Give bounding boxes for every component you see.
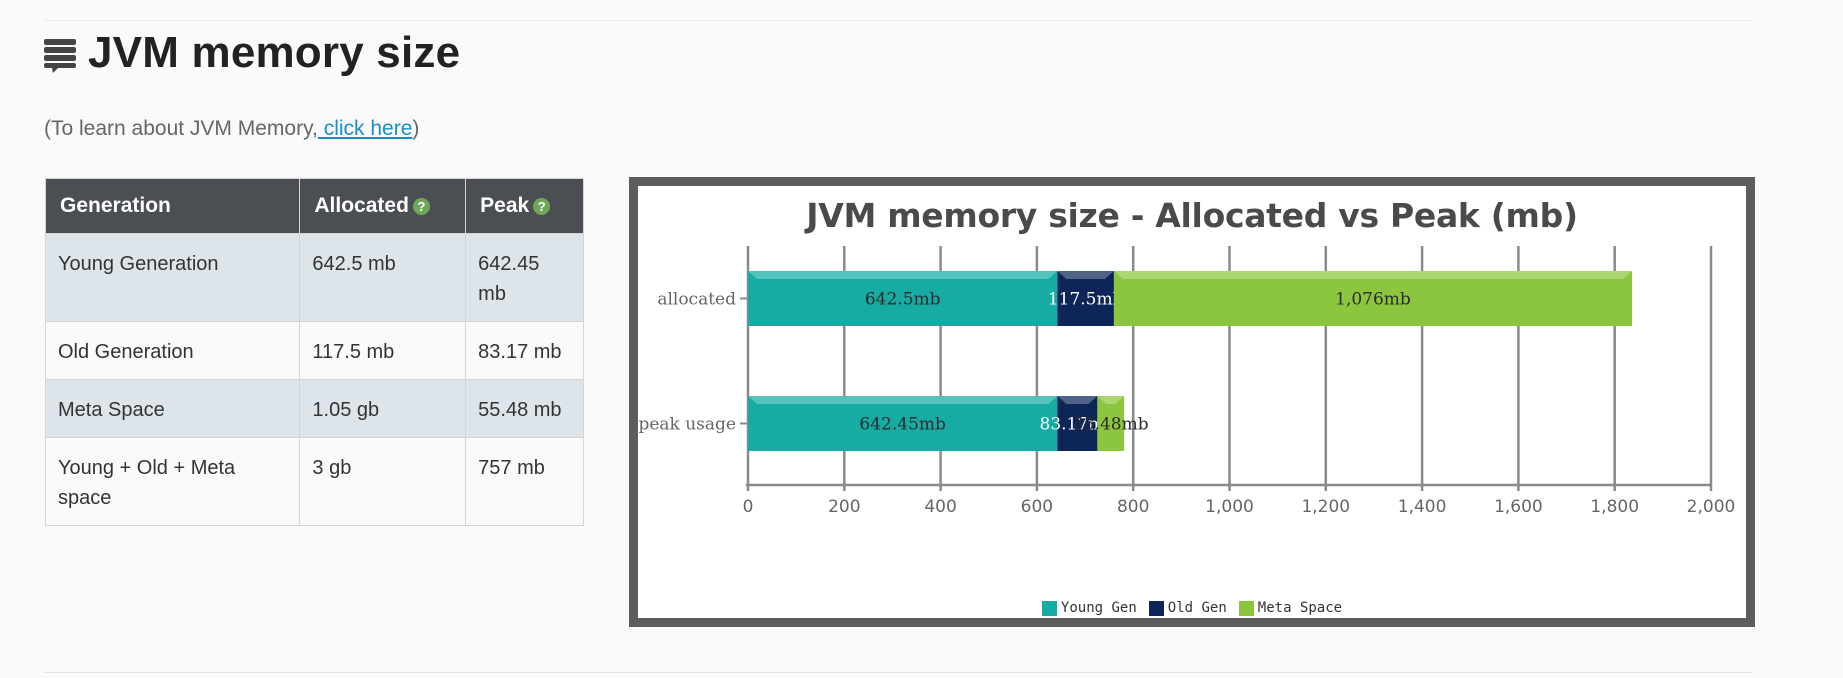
help-icon[interactable]: ? [412, 198, 430, 215]
bar-segment [748, 396, 1058, 451]
legend-swatch [1148, 600, 1164, 616]
table-row: Old Generation 117.5 mb 83.17 mb [44, 321, 584, 380]
table-row: Young Generation 642.5 mb 642.45 mb [44, 233, 584, 322]
cell-allocated: 1.05 gb [299, 379, 467, 438]
x-tick-label: 1,200 [1301, 497, 1350, 517]
table-row: Young + Old + Meta space 3 gb 757 mb [44, 437, 584, 526]
cell-allocated: 642.5 mb [299, 233, 467, 322]
data-label: 117.5mb [1048, 290, 1124, 310]
cell-generation: Young Generation [44, 233, 301, 322]
bar-bevel [1057, 271, 1114, 279]
bar-segment [1113, 271, 1633, 326]
learn-more-line: (To learn about JVM Memory, click here) [44, 117, 419, 141]
legend-swatch [1041, 600, 1057, 616]
column-header-peak: Peak? [465, 178, 584, 234]
bar-bevel [1113, 271, 1633, 279]
cell-peak: 642.45 mb [465, 233, 584, 322]
bar-bevel [748, 271, 1058, 279]
bar-bevel [748, 396, 1058, 404]
legend-swatch [1238, 600, 1254, 616]
data-label: 642.45mb [859, 415, 946, 435]
page-title: JVM memory size [88, 28, 461, 77]
legend-label: Young Gen [1060, 600, 1137, 616]
column-header-generation: Generation [44, 178, 301, 234]
x-tick-label: 800 [1117, 497, 1149, 517]
cell-peak: 757 mb [465, 437, 584, 526]
cell-allocated: 3 gb [299, 437, 467, 526]
data-label: 642.5mb [865, 290, 941, 310]
cell-peak: 83.17 mb [465, 321, 584, 380]
legend-item: Young Gen [1041, 600, 1137, 616]
x-tick-label: 200 [828, 497, 860, 517]
click-here-link[interactable]: click here [317, 117, 413, 140]
bottom-divider [44, 672, 1753, 673]
chart-title: JVM memory size - Allocated vs Peak (mb) [806, 196, 1578, 235]
cell-generation: Young + Old + Meta space [44, 437, 301, 526]
bar-segment [1057, 271, 1114, 326]
x-tick-label: 1,800 [1590, 497, 1639, 517]
x-tick-label: 1,000 [1205, 497, 1254, 517]
bar-segment [1097, 396, 1125, 451]
table-row: Meta Space 1.05 gb 55.48 mb [44, 379, 584, 438]
memory-size-table: Generation Allocated? Peak? Young Genera… [44, 178, 584, 526]
cell-generation: Old Generation [44, 321, 301, 380]
legend-item: Old Gen [1148, 600, 1227, 616]
legend-item: Meta Space [1238, 600, 1343, 616]
learn-suffix: ) [412, 117, 420, 140]
learn-prefix: (To learn about JVM Memory, [44, 117, 318, 140]
section-header: JVM memory size [44, 28, 460, 78]
data-label: 83.17mb [1040, 415, 1116, 435]
cell-peak: 55.48 mb [465, 379, 584, 438]
table-header-row: Generation Allocated? Peak? [44, 178, 584, 234]
category-label: allocated [657, 290, 736, 310]
cell-generation: Meta Space [44, 379, 301, 438]
chart-canvas: 0 200 400 600 800 1,000 1,200 1,400 1,600 1,800 2,… [638, 246, 1736, 517]
x-tick-label: 1,400 [1398, 497, 1447, 517]
data-label: 1,076mb [1335, 290, 1411, 310]
help-icon[interactable]: ? [533, 198, 551, 215]
x-tick-label: 400 [924, 497, 956, 517]
x-tick-label: 0 [743, 497, 754, 517]
column-header-allocated: Allocated? [299, 178, 467, 234]
bar-segment [748, 271, 1058, 326]
chart-frame: 0 200 400 600 800 1,000 1,200 1,400 1,600 1,800 2,… [629, 177, 1755, 627]
top-divider [44, 20, 1753, 21]
legend-label: Meta Space [1257, 600, 1343, 616]
legend-label: Old Gen [1167, 600, 1227, 616]
bar-bevel [1057, 396, 1098, 404]
x-tick-label: 600 [1021, 497, 1053, 517]
memory-stack-icon [44, 39, 76, 73]
chart-legend: Young Gen Old Gen Meta Space [638, 600, 1746, 616]
x-tick-label: 1,600 [1494, 497, 1543, 517]
x-tick-label: 2,000 [1687, 497, 1736, 517]
cell-allocated: 117.5 mb [299, 321, 467, 380]
bar-segment [1057, 396, 1098, 451]
bar-bevel [1097, 396, 1125, 404]
chart-panel: 0 200 400 600 800 1,000 1,200 1,400 1,600 1,800 2,… [638, 186, 1746, 618]
category-label: peak usage [638, 415, 736, 435]
data-label: 55.48mb [1073, 415, 1149, 435]
